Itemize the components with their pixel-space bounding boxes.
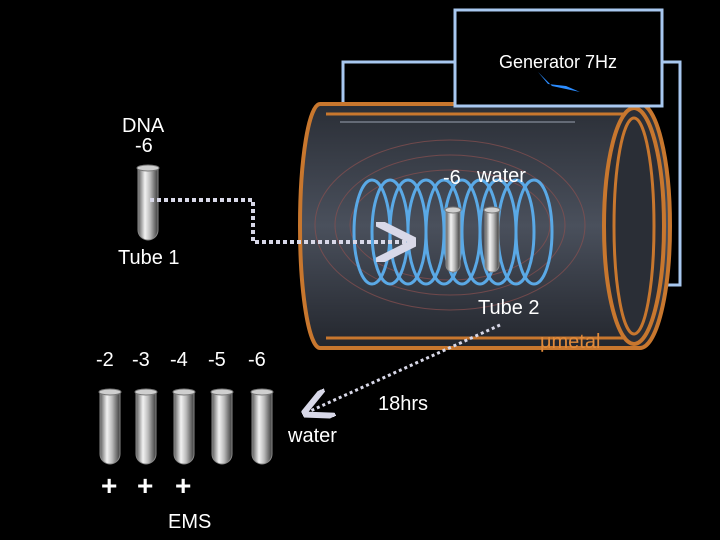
mu-metal-label: μmetal	[540, 331, 601, 353]
inside-dilution-label: -6	[443, 167, 461, 189]
series-tube	[210, 388, 234, 465]
series-dilution-label: -3	[132, 349, 150, 371]
series-dilution-label: -5	[208, 349, 226, 371]
dilution-series-tubes	[98, 388, 274, 465]
series-tube	[98, 388, 122, 465]
coil-tube	[483, 206, 501, 273]
generator-box	[453, 8, 664, 108]
dna-test-tube	[136, 164, 160, 241]
result-plus: +	[175, 470, 192, 501]
series-dilution-label: -2	[96, 349, 114, 371]
dna-tube	[136, 164, 160, 241]
coil-tubes	[444, 206, 501, 273]
dna-dilution-label: -6	[135, 135, 153, 157]
series-dilution-label: -4	[170, 349, 188, 371]
result-plus: +	[137, 470, 154, 501]
coil-tube	[444, 206, 462, 273]
result-plus: +	[101, 470, 118, 501]
dna-label: DNA	[122, 115, 165, 137]
series-dilution-label: -6	[248, 349, 266, 371]
series-tube	[172, 388, 196, 465]
tube1-label: Tube 1	[118, 247, 180, 269]
transfer-arrow-2	[308, 323, 501, 412]
ems-label: EMS	[168, 511, 212, 533]
water-label: water	[288, 425, 337, 447]
series-tube	[134, 388, 158, 465]
series-tube	[250, 388, 274, 465]
time-label: 18hrs	[378, 393, 429, 415]
waveform-icon	[538, 72, 580, 92]
cylinder-end-cap	[602, 106, 666, 346]
tube2-label: Tube 2	[478, 297, 540, 319]
inside-water-label: water	[477, 165, 526, 187]
magnetic-field-lines	[314, 139, 586, 311]
generator-label: Generator 7Hz	[499, 52, 617, 72]
coil-loop	[514, 178, 554, 286]
transfer-arrow-1	[150, 198, 408, 242]
